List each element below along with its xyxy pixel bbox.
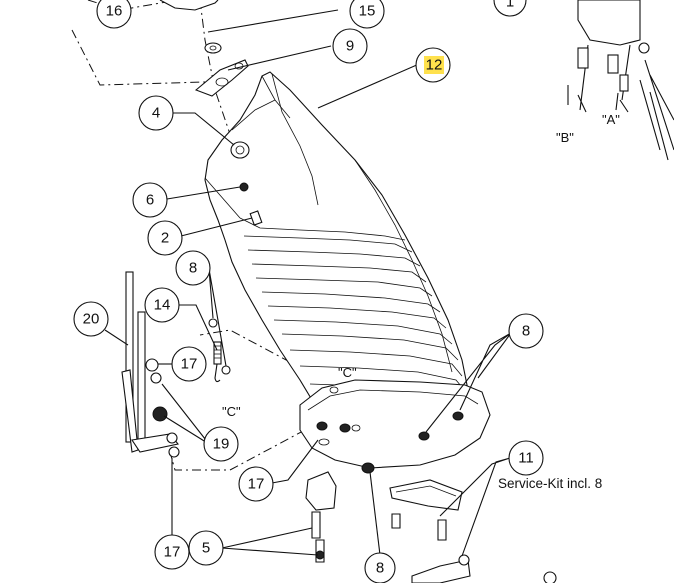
callout-label: 12 <box>426 57 443 74</box>
base-flange <box>299 379 491 474</box>
callout-label: 14 <box>154 297 171 314</box>
chute-body <box>204 71 477 443</box>
callout-9: 9 <box>332 28 368 64</box>
callout-label: 5 <box>202 540 210 557</box>
callout-5: 5 <box>188 530 224 566</box>
service-kit-note: Service-Kit incl. 8 <box>498 476 602 491</box>
callout-label: 19 <box>213 436 230 453</box>
callout-2: 2 <box>147 220 183 256</box>
label-c-upper: "C" <box>338 365 357 380</box>
callout-label: 16 <box>106 3 123 20</box>
callout-11: 11 <box>508 440 544 476</box>
callout-1: 1 <box>493 0 527 17</box>
callout-8-right: 8 <box>508 313 544 349</box>
callout-17-bracket: 17 <box>171 346 207 382</box>
label-a: "A" <box>602 112 620 127</box>
callout-label: 17 <box>248 476 265 493</box>
callout-8-bottom: 8 <box>364 552 396 583</box>
callout-19: 19 <box>203 426 239 462</box>
callout-12: 12 <box>415 47 451 83</box>
callout-label: 17 <box>181 356 198 373</box>
cable-assembly <box>577 0 674 151</box>
callout-8-upper: 8 <box>175 250 211 286</box>
label-c-lower: "C" <box>222 404 241 419</box>
spring-and-clips <box>208 318 231 383</box>
callout-label: 8 <box>522 323 530 340</box>
callout-20: 20 <box>73 301 109 337</box>
control-rods <box>121 271 180 458</box>
lower-parts <box>305 471 557 583</box>
callout-6: 6 <box>132 182 168 218</box>
highlight-marker <box>424 56 444 74</box>
top-small-parts <box>159 0 249 97</box>
callout-label: 8 <box>189 260 197 277</box>
label-b: "B" <box>556 130 574 145</box>
callout-17-bottom: 17 <box>154 534 190 570</box>
callout-17-lower: 17 <box>238 466 274 502</box>
callout-label: 1 <box>506 0 514 11</box>
leader-lines <box>104 9 669 557</box>
callout-label: 9 <box>346 38 354 55</box>
callout-label: 15 <box>359 3 376 20</box>
callout-label: 6 <box>146 192 154 209</box>
callout-label: 2 <box>161 230 169 247</box>
callout-label: 8 <box>376 560 384 577</box>
callout-label: 20 <box>83 311 100 328</box>
callout-15: 15 <box>349 0 385 29</box>
callout-label: 17 <box>164 544 181 561</box>
callout-16: 16 <box>96 0 132 29</box>
callout-label: 4 <box>152 105 160 122</box>
callout-label: 11 <box>518 450 534 467</box>
callout-14: 14 <box>144 287 180 323</box>
callout-4: 4 <box>138 95 174 131</box>
